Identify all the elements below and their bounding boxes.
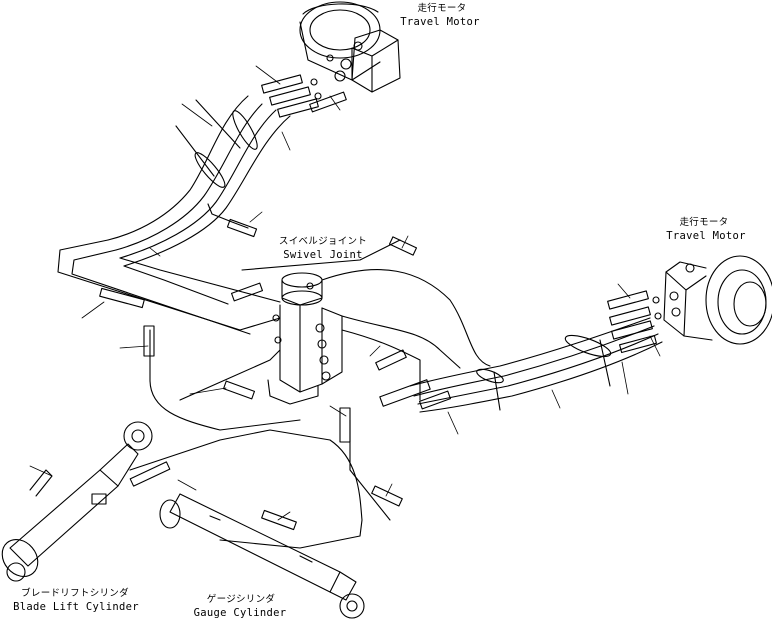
travel-motor-right-label-jp: 走行モータ bbox=[679, 217, 729, 228]
swivel-joint-label-jp: スイベルジョイント bbox=[278, 236, 368, 247]
travel-motor-right-label-en: Travel Motor bbox=[666, 230, 746, 242]
swivel-joint bbox=[268, 273, 342, 404]
gauge-cylinder-label-jp: ゲージシリンダ bbox=[206, 594, 276, 605]
leader-lines bbox=[30, 66, 660, 520]
travel-motor-top-label-en: Travel Motor bbox=[400, 16, 480, 28]
hose-bundle-top-left bbox=[108, 96, 290, 266]
gauge-cylinder bbox=[160, 494, 364, 618]
swivel-joint-label-en: Swivel Joint bbox=[283, 249, 363, 261]
hose-fittings-misc bbox=[100, 219, 451, 529]
gauge-cylinder-label-en: Gauge Cylinder bbox=[193, 607, 287, 619]
piping-lines bbox=[58, 204, 490, 548]
hose-bundle-right bbox=[410, 318, 662, 412]
travel-motor-top-label-jp: 走行モータ bbox=[417, 3, 467, 14]
travel-motor-top bbox=[300, 2, 400, 92]
hose-fittings-right bbox=[608, 291, 661, 353]
blade-lift-cylinder bbox=[0, 422, 152, 584]
travel-motor-right bbox=[664, 256, 772, 344]
blade-lift-cylinder-label-en: Blade Lift Cylinder bbox=[13, 601, 139, 613]
hose-fittings-top bbox=[262, 75, 347, 117]
blade-lift-cylinder-label-jp: ブレードリフトシリンダ bbox=[21, 588, 129, 599]
